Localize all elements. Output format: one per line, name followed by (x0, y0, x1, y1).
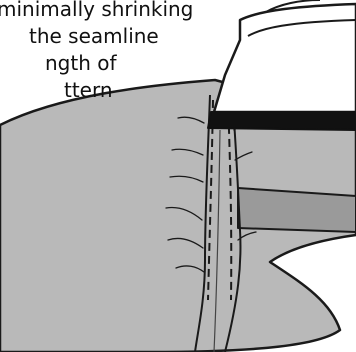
caption-line-4: ttern (64, 77, 113, 104)
caption-line-1: minimally shrinking (0, 0, 193, 23)
iron-soleplate (208, 112, 356, 130)
fabric-band (238, 188, 356, 232)
caption-line-2: the seamline (29, 23, 159, 50)
caption-line-3: ngth of (45, 50, 117, 77)
